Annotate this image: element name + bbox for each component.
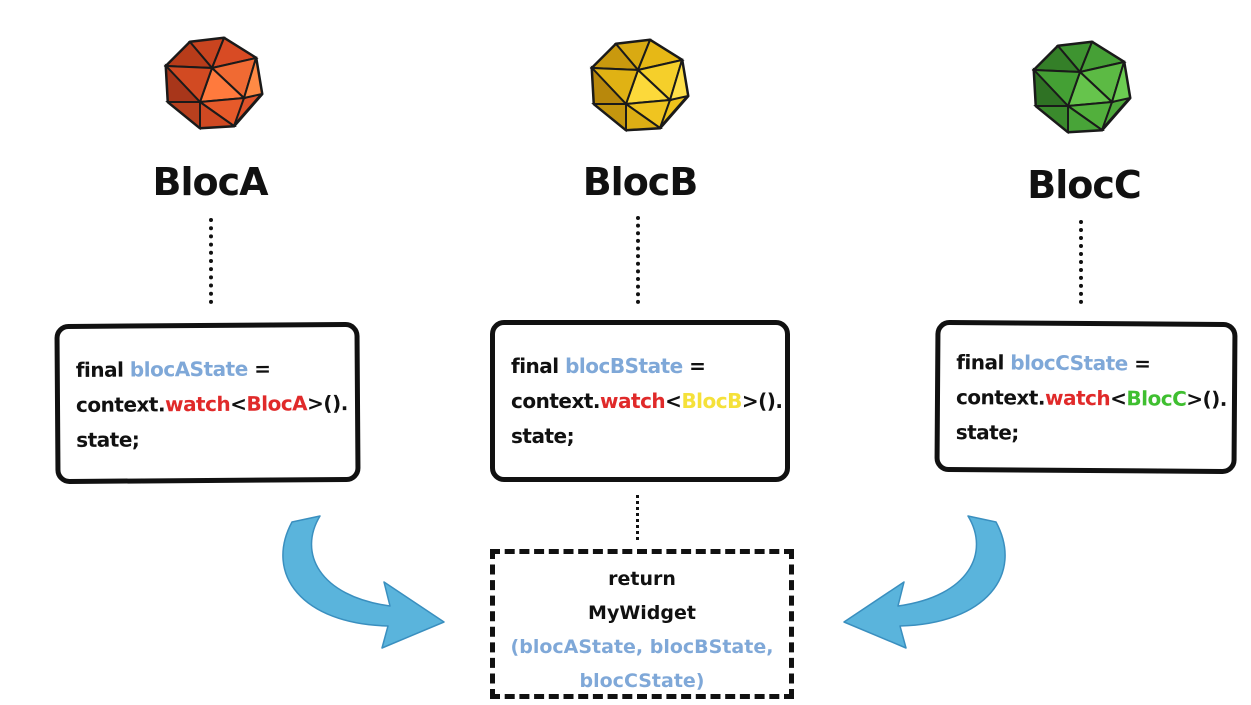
bloc-a-code-card: final blocAState = context.watch<BlocA>(… bbox=[54, 321, 361, 485]
bloc-b-connector bbox=[636, 216, 640, 304]
right-curved-arrow-icon bbox=[843, 515, 1006, 649]
bloc-c-connector bbox=[1079, 220, 1083, 304]
bloc-a-gem-icon bbox=[163, 36, 264, 131]
bloc-a-code-line-3: state; bbox=[76, 427, 140, 452]
bloc-a-code-line-2: context.watch<BlocA>(). bbox=[75, 391, 348, 417]
return-widget-box: return MyWidget (blocAState, blocBState,… bbox=[490, 549, 794, 699]
widget-name: MyWidget bbox=[588, 602, 696, 624]
left-curved-arrow-icon bbox=[282, 515, 445, 649]
bloc-c-gem-icon bbox=[1031, 40, 1132, 135]
return-connector bbox=[636, 495, 639, 540]
bloc-c-code-line-3: state; bbox=[955, 420, 1019, 445]
bloc-b-gem-icon bbox=[589, 38, 690, 133]
widget-args-line-1: (blocAState, blocBState, bbox=[510, 636, 774, 658]
bloc-c-code-line-1: final blocCState = bbox=[956, 350, 1151, 376]
bloc-b-code-line-1: final blocBState = bbox=[511, 354, 706, 378]
bloc-a-title: BlocA bbox=[152, 160, 268, 204]
bloc-c-title: BlocC bbox=[1027, 163, 1142, 207]
bloc-c-code-card: final blocCState = context.watch<BlocC>(… bbox=[934, 319, 1238, 475]
bloc-b-code-line-2: context.watch<BlocB>(). bbox=[511, 389, 783, 413]
widget-args-line-2: blocCState) bbox=[579, 670, 705, 692]
return-keyword: return bbox=[608, 568, 676, 590]
bloc-b-title: BlocB bbox=[582, 160, 699, 204]
bloc-a-connector bbox=[209, 218, 213, 304]
bloc-b-code-card: final blocBState = context.watch<BlocB>(… bbox=[490, 320, 790, 482]
bloc-a-code-line-1: final blocAState = bbox=[75, 356, 271, 382]
bloc-c-code-line-2: context.watch<BlocC>(). bbox=[955, 385, 1228, 411]
bloc-b-code-line-3: state; bbox=[511, 424, 575, 448]
